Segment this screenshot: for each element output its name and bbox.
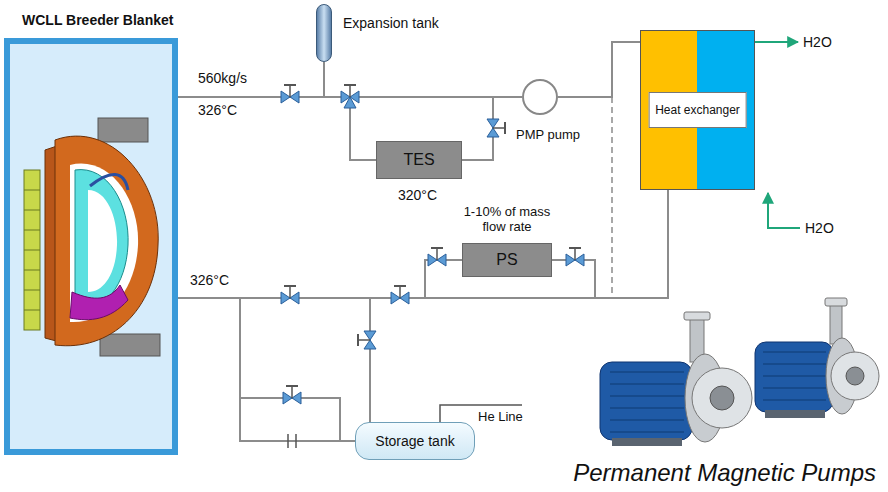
process-box: PS — [462, 243, 552, 277]
three-way-valve — [341, 85, 359, 108]
tokamak-illustration — [24, 118, 160, 356]
pipe-connector — [178, 97, 376, 160]
pipe-connector — [178, 298, 370, 422]
pump-photo — [684, 312, 710, 320]
valve-symbol — [281, 85, 299, 103]
water-label: H2O — [803, 34, 832, 50]
pump-photo — [765, 410, 825, 418]
flow-note: 1-10% of mass flow rate — [457, 204, 557, 234]
valve-symbol — [487, 119, 505, 137]
tokamak-illustration — [88, 190, 117, 292]
bypass-line — [611, 97, 613, 298]
node-text: WCLL Breeder Blanket — [22, 12, 173, 28]
temperature-value: 320°C — [398, 187, 437, 203]
pump-photo — [825, 298, 847, 306]
blanket-fill — [10, 44, 172, 449]
three-way-valve — [344, 97, 356, 108]
valve-symbol — [428, 248, 446, 266]
storage-vessel: Storage tank — [355, 422, 475, 460]
tokamak-illustration — [24, 190, 40, 310]
valve-symbol — [358, 331, 376, 349]
pipe-connector — [178, 260, 462, 298]
valve-symbol — [283, 386, 301, 404]
pump-photo — [755, 342, 833, 412]
tokamak-illustration — [90, 174, 128, 190]
pump-photo — [831, 352, 879, 400]
node-text: TES — [403, 151, 434, 169]
pump-photo — [612, 438, 682, 446]
node-text: PS — [496, 251, 517, 269]
pipe-connector — [462, 97, 522, 160]
node-text: Heat exchanger — [648, 92, 747, 128]
pipe-connector — [324, 62, 522, 97]
tokamak-illustration — [100, 334, 160, 356]
pump-photo — [846, 367, 864, 385]
tokamak-illustration — [70, 285, 128, 320]
photo-caption: Permanent Magnetic Pumps — [573, 459, 876, 487]
pipe-connector — [552, 190, 668, 298]
pump-photo — [600, 298, 879, 446]
pump-photo — [692, 368, 752, 428]
pipe-group — [178, 42, 668, 441]
node-text: PMP pump — [516, 127, 580, 142]
tokamak-illustration — [98, 118, 148, 142]
blanket-box: WCLL Breeder Blanket — [4, 38, 178, 455]
water-label: H2O — [805, 220, 834, 236]
water-arrow — [755, 41, 798, 43]
pipe-connector — [178, 298, 355, 441]
tokamak-illustration — [55, 136, 158, 346]
pump-symbol: PMP pump — [522, 79, 558, 115]
tokamak-illustration — [24, 170, 40, 330]
temperature-value: 326°C — [198, 102, 237, 118]
break-mark — [288, 434, 296, 448]
line-label: He Line — [478, 409, 523, 424]
pump-photo — [710, 386, 734, 410]
process-box: TES — [376, 141, 462, 179]
tank-vessel: Expansion tank — [316, 4, 332, 62]
flow-value: 560kg/s — [198, 70, 247, 86]
break-mark — [295, 434, 297, 448]
tokamak-illustration — [70, 164, 138, 322]
node-text: Storage tank — [375, 433, 454, 449]
pump-photo — [610, 372, 684, 432]
bypass-loop — [240, 398, 340, 441]
valve-symbol — [281, 286, 299, 304]
temperature-value: 326°C — [190, 272, 229, 288]
pump-photo — [763, 352, 826, 400]
pipe-connector — [558, 42, 640, 97]
pipe-connector — [178, 190, 668, 298]
valve-symbol — [391, 286, 409, 304]
valve-symbol — [566, 248, 584, 266]
water-arrow — [768, 193, 800, 228]
break-mark — [287, 434, 289, 448]
pump-photo — [600, 362, 692, 440]
node-text: Expansion tank — [343, 15, 439, 31]
exchanger-box: Heat exchanger — [640, 30, 755, 190]
